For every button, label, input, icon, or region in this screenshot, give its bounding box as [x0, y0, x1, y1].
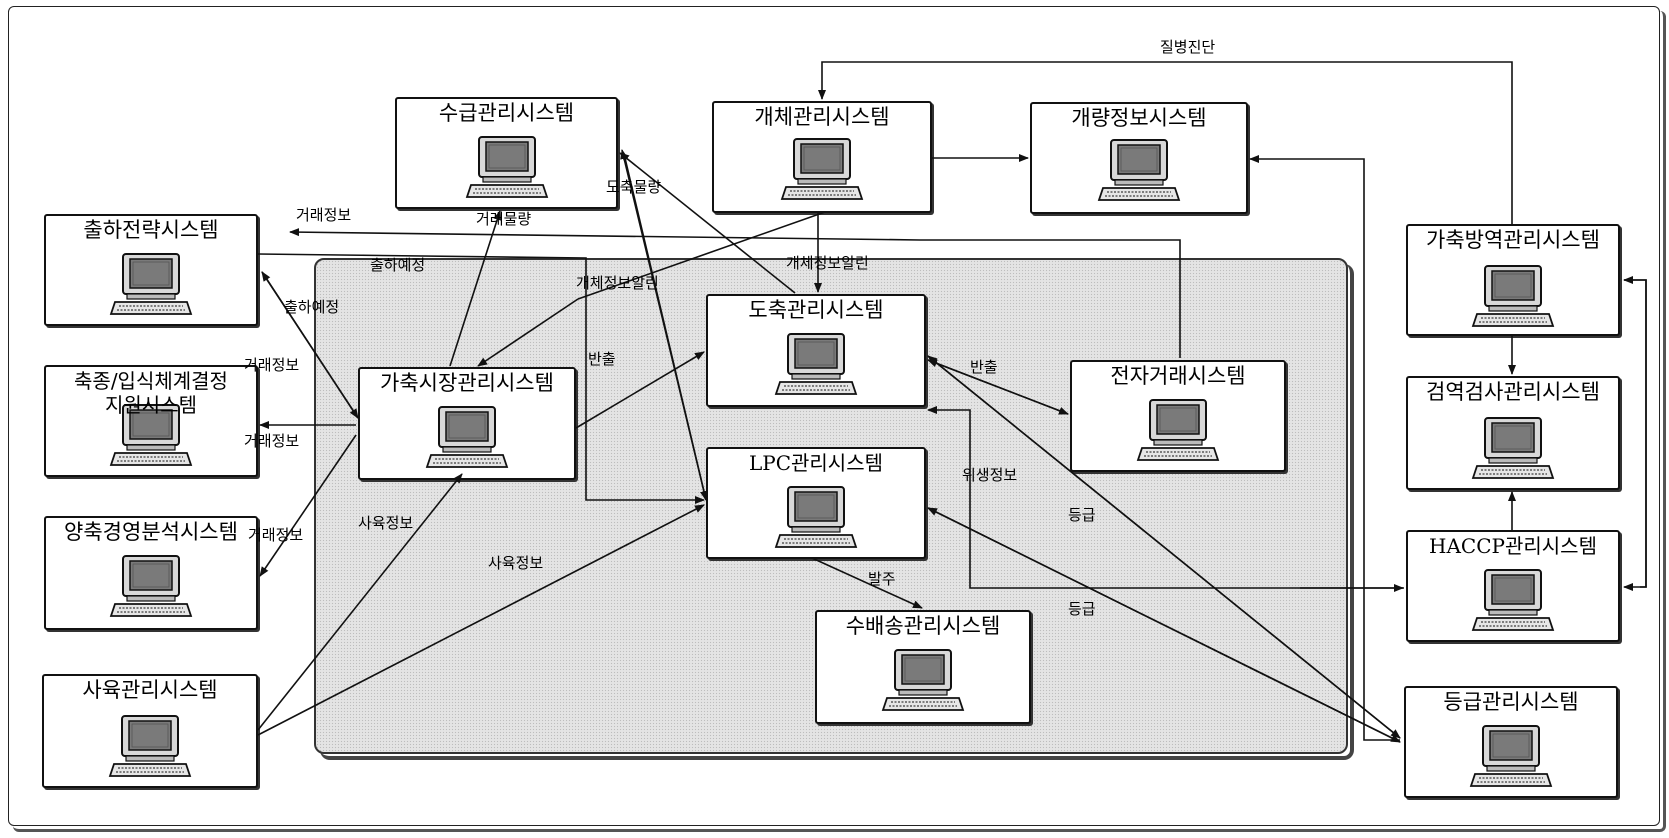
computer-icon	[1471, 569, 1555, 631]
node-ecommerce[interactable]: 전자거래시스템	[1070, 360, 1286, 472]
edge-label: 발주	[868, 570, 896, 588]
node-inspection[interactable]: 검역검사관리시스템	[1406, 376, 1620, 490]
node-supply[interactable]: 수급관리시스템	[395, 97, 618, 209]
computer-icon	[1136, 399, 1220, 461]
computer-icon	[881, 649, 965, 711]
node-label: 수배송관리시스템	[845, 614, 1001, 638]
computer-icon	[109, 555, 193, 617]
computer-icon	[425, 406, 509, 468]
node-label: 수급관리시스템	[438, 101, 575, 125]
edge-label: 등급	[1068, 506, 1096, 524]
node-label: 등급관리시스템	[1443, 690, 1579, 714]
computer-icon	[1471, 417, 1555, 479]
edge-label: 사육정보	[488, 554, 544, 572]
node-market[interactable]: 가축시장관리시스템	[358, 367, 576, 480]
edge-label: 도축물량	[606, 178, 662, 196]
node-lpc[interactable]: LPC관리시스템	[706, 447, 926, 559]
node-farm-analysis[interactable]: 양축경영분석시스템	[44, 516, 258, 630]
edge-label: 사육정보	[358, 514, 414, 532]
computer-icon	[774, 486, 858, 548]
computer-icon	[774, 333, 858, 395]
computer-icon	[1097, 139, 1181, 201]
node-label: 사육관리시스템	[82, 678, 218, 702]
edge-label: 출하예정	[370, 256, 426, 274]
computer-icon	[465, 136, 548, 198]
edge-label: 거래정보	[244, 356, 300, 374]
node-label: 전자거래시스템	[1110, 364, 1246, 388]
edge-label: 거래정보	[248, 526, 304, 544]
computer-icon	[780, 138, 864, 200]
computer-icon	[109, 404, 193, 466]
node-quarantine[interactable]: 가축방역관리시스템	[1406, 224, 1620, 336]
node-haccp[interactable]: HACCP관리시스템	[1406, 530, 1620, 642]
node-slaughter[interactable]: 도축관리시스템	[706, 294, 926, 407]
computer-icon	[1469, 725, 1553, 787]
edge-label: 거래정보	[296, 206, 352, 224]
edge-label: 거래물량	[476, 210, 532, 228]
edge-label: 출하예정	[284, 298, 340, 316]
edge-label: 위생정보	[962, 466, 1018, 484]
node-label: LPC관리시스템	[748, 451, 884, 475]
node-entity[interactable]: 개체관리시스템	[712, 101, 932, 213]
edge-label: 등급	[1068, 600, 1096, 618]
node-breeding[interactable]: 개량정보시스템	[1030, 102, 1248, 214]
node-label: HACCP관리시스템	[1429, 534, 1597, 558]
node-label: 도축관리시스템	[748, 298, 884, 322]
node-label: 개량정보시스템	[1071, 106, 1207, 130]
edge-label: 질병진단	[1160, 38, 1216, 56]
computer-icon	[1471, 265, 1555, 327]
computer-icon	[109, 253, 193, 315]
node-breed-decision[interactable]: 축종/입식체계결정지원시스템	[44, 365, 258, 477]
edge-label: 개체정보알린	[576, 274, 659, 292]
node-label: 검역검사관리시스템	[1426, 380, 1600, 404]
node-label: 양축경영분석시스템	[64, 520, 238, 544]
edge-label: 개체정보알린	[786, 254, 869, 272]
node-husbandry[interactable]: 사육관리시스템	[42, 674, 258, 788]
node-label: 가축방역관리시스템	[1426, 228, 1600, 252]
node-delivery[interactable]: 수배송관리시스템	[815, 610, 1031, 724]
node-grading[interactable]: 등급관리시스템	[1404, 686, 1618, 798]
node-label: 가축시장관리시스템	[380, 371, 554, 395]
computer-icon	[108, 715, 192, 777]
frame-shadow	[13, 11, 1666, 832]
node-label: 개체관리시스템	[754, 105, 890, 129]
node-label: 축종/입식체계결정지원시스템	[74, 369, 228, 417]
edge-label: 반출	[588, 350, 616, 368]
edge-label: 반출	[970, 358, 998, 376]
node-label: 출하전략시스템	[83, 218, 219, 242]
node-shipping-strategy[interactable]: 출하전략시스템	[44, 214, 258, 326]
edge-label: 거래정보	[244, 432, 300, 450]
